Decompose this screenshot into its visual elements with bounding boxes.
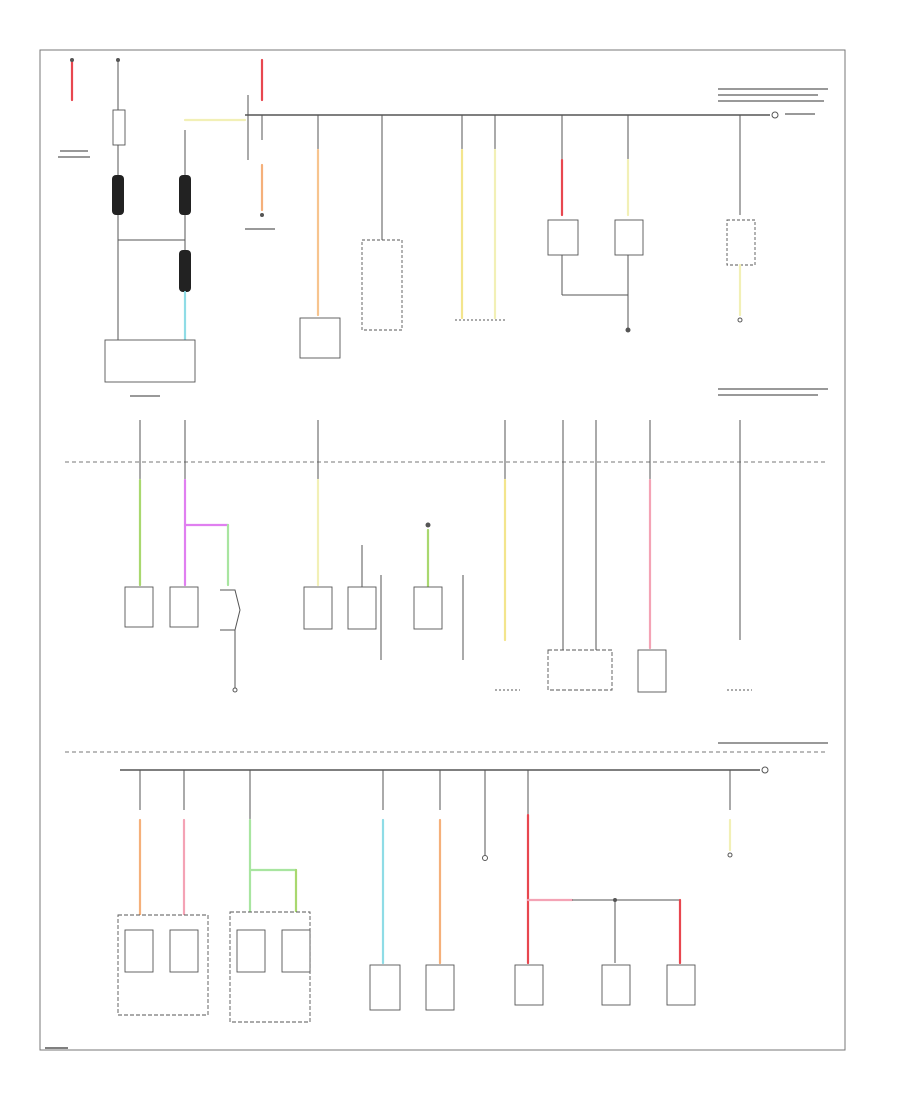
drop-s3-4 [425, 770, 455, 1011]
fuse-box-label-2b [718, 394, 818, 396]
trailer-relay-1 [303, 586, 333, 630]
drop-s2-3 [303, 420, 382, 660]
section-1-engine-compartment-fuse-box [58, 58, 828, 397]
fuse-drop-3 [361, 115, 403, 331]
fuse-drop-2 [299, 115, 341, 359]
drop-s3-2 [229, 770, 311, 1023]
fuse-drop-1 [245, 115, 275, 230]
drop-s2-2 [169, 420, 241, 693]
fuse-box-label-2 [718, 388, 828, 390]
fuse-drop-4 [455, 115, 505, 321]
module-s3-4 [425, 964, 455, 1011]
trailer-relay-2 [347, 586, 377, 630]
fuse-box-label-1b [718, 94, 818, 96]
fuse-drop-7 [726, 115, 756, 323]
module-s3-3 [369, 964, 401, 1011]
pcm-power-relay [547, 649, 613, 691]
trailer-relay-3 [413, 586, 443, 630]
trailer-brake-module [637, 649, 667, 693]
starter-relay-box [112, 109, 126, 146]
fuse-box-label-3 [718, 742, 828, 744]
starter-feed-dot [116, 58, 120, 62]
drop-s2-8 [727, 420, 752, 691]
fog-lamp-relay [124, 586, 154, 628]
battery-label [60, 150, 88, 152]
bus-end-connector-3 [761, 766, 769, 774]
diagram-border [39, 49, 846, 1051]
fuse-box-label-1c [718, 100, 824, 102]
section-3-fuse-box [65, 742, 828, 1023]
fuse-drop-6 [614, 115, 644, 333]
fuse-drop-5 [547, 115, 628, 296]
blower-relay [169, 586, 199, 628]
abs-relay-box [547, 219, 579, 256]
fuse-box-label-1 [718, 88, 828, 90]
section-2-fuse-box [65, 388, 828, 693]
drop-s3-5 [482, 770, 488, 861]
generator [104, 339, 196, 383]
drop-s2-1 [124, 420, 154, 628]
central-timer-module [299, 317, 341, 359]
drop-s2-5 [495, 420, 520, 691]
drop-s2-7 [637, 420, 667, 693]
drop-s3-3 [369, 770, 401, 1011]
drop-s3-1 [117, 770, 209, 1016]
module-s3-6b [601, 964, 631, 1006]
module-s3-6c [666, 964, 696, 1006]
battery-terminal-dot [70, 58, 74, 62]
electronic-flasher [361, 239, 403, 331]
generator-label [130, 395, 160, 397]
drop-s2-6 [547, 420, 613, 691]
fusible-link-coil-2 [179, 175, 191, 215]
fusible-link-coil-3 [179, 250, 191, 292]
battery-label-b [58, 156, 90, 158]
bus-end-label-1 [785, 113, 815, 115]
bus-end-connector-1 [771, 111, 779, 119]
module-s3-6a [514, 964, 544, 1006]
drop-s3-6 [514, 770, 696, 1006]
drop-s3-7 [727, 770, 733, 858]
drop-s2-4 [413, 522, 464, 660]
fusible-link-coil-1 [112, 175, 124, 215]
